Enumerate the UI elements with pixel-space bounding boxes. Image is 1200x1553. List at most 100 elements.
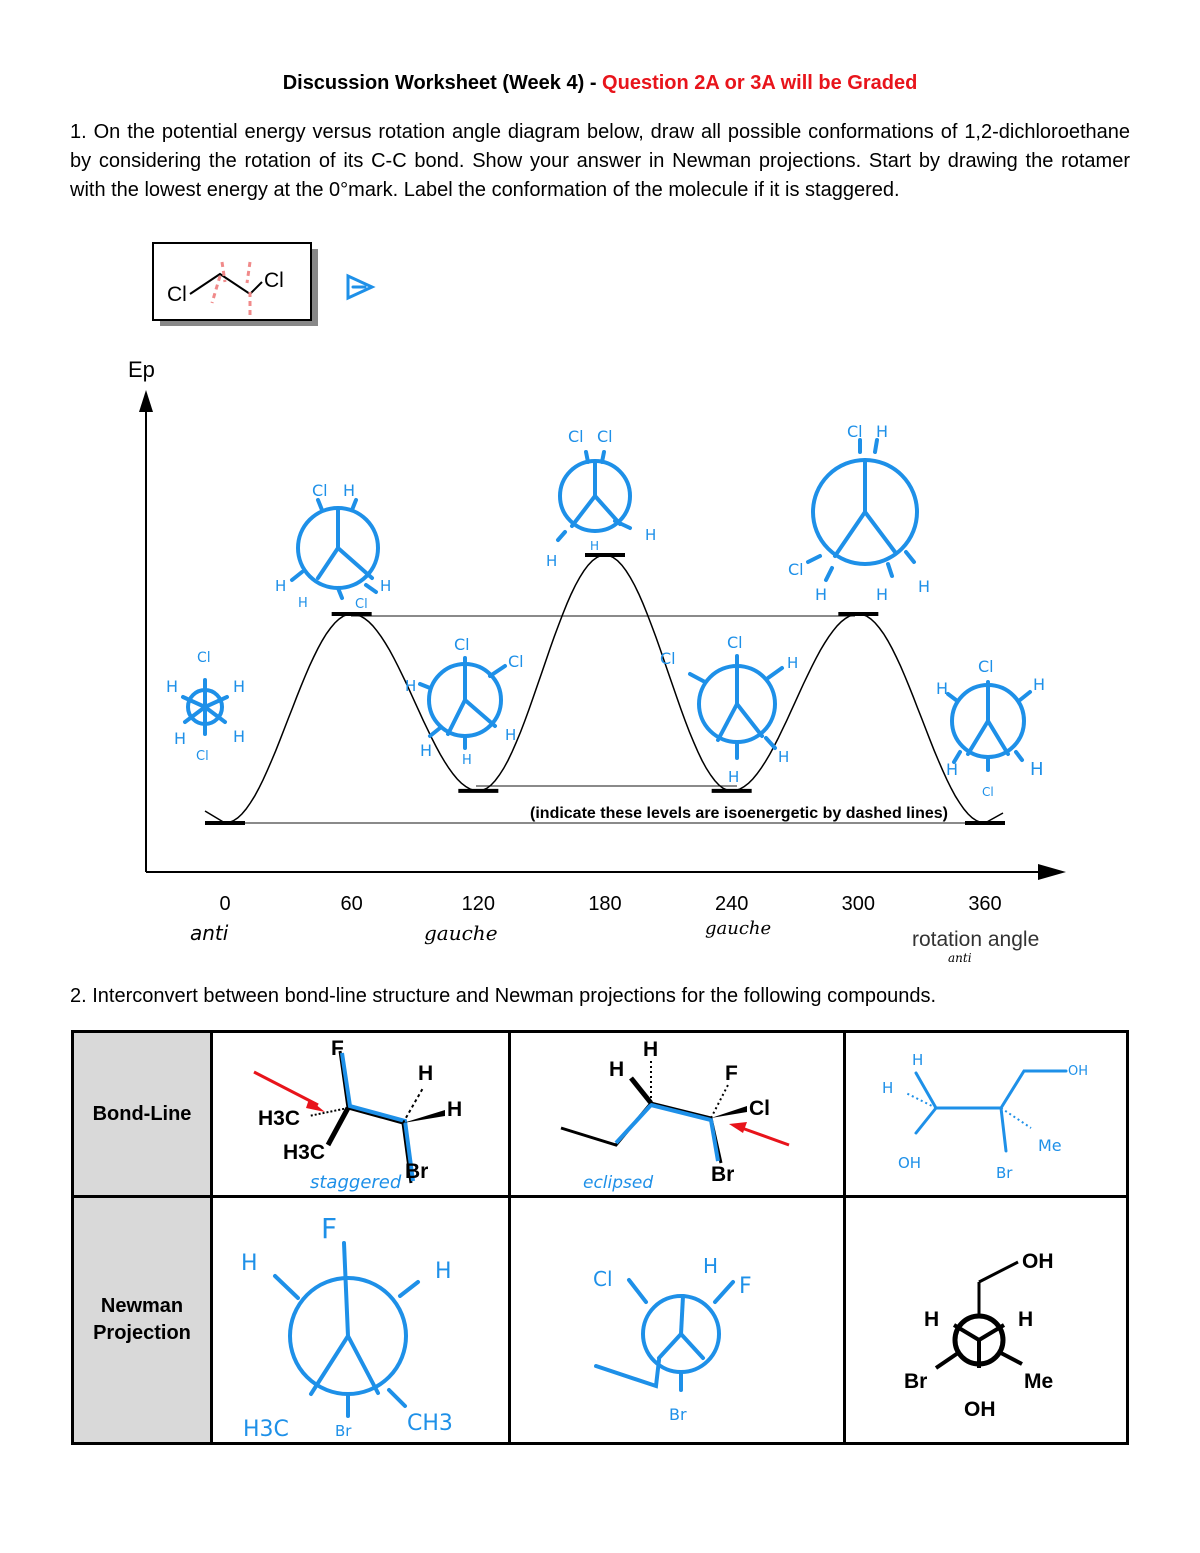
svg-text:H: H: [876, 585, 888, 604]
bond-line-1: F H H H3C H3C Br staggered: [210, 1030, 511, 1198]
newman-240: Cl Cl H H H: [660, 633, 798, 786]
svg-text:H: H: [787, 654, 798, 672]
staggered-note: staggered: [310, 1172, 402, 1193]
title-main: Discussion Worksheet (Week 4) -: [282, 72, 603, 94]
svg-text:H: H: [778, 748, 789, 766]
svg-text:H: H: [343, 481, 355, 500]
newman-0: Cl H H H Cl H: [166, 650, 245, 764]
svg-text:Br: Br: [405, 1160, 428, 1183]
svg-text:H: H: [645, 526, 656, 544]
newman-300: Cl H Cl H H H: [788, 422, 930, 604]
newman-projection-2: Cl H F Br: [508, 1195, 846, 1445]
svg-text:H: H: [380, 577, 391, 595]
svg-text:H: H: [815, 585, 827, 604]
eclipsed-note: eclipsed: [583, 1173, 653, 1193]
y-axis-label: Ep: [128, 357, 155, 382]
svg-text:OH: OH: [964, 1398, 996, 1421]
svg-text:H: H: [166, 677, 178, 696]
svg-text:Cl: Cl: [978, 657, 994, 676]
newman-60: Cl H H H Cl H: [275, 481, 391, 612]
svg-text:H: H: [418, 1062, 433, 1085]
svg-text:H: H: [435, 1259, 452, 1284]
newman-120: Cl Cl H H H H: [405, 635, 524, 768]
svg-text:H: H: [405, 677, 416, 695]
isoenergetic-note: (indicate these levels are isoenergetic …: [530, 805, 948, 822]
svg-text:Br: Br: [996, 1164, 1013, 1182]
svg-text:Cl: Cl: [597, 427, 613, 446]
svg-text:H: H: [275, 577, 286, 595]
x-tick-120: 120: [462, 893, 495, 915]
isoenergetic-lines: [225, 615, 985, 824]
x-tick-60: 60: [341, 893, 363, 915]
x-tick-360: 360: [968, 893, 1001, 915]
svg-text:CH3: CH3: [407, 1411, 453, 1436]
label-gauche-240: gauche: [705, 918, 771, 939]
svg-text:OH: OH: [1068, 1064, 1088, 1079]
svg-text:H3C: H3C: [283, 1141, 325, 1164]
svg-text:Me: Me: [1038, 1136, 1062, 1155]
svg-text:H: H: [946, 760, 958, 779]
svg-text:H: H: [1033, 675, 1045, 694]
page-title: Discussion Worksheet (Week 4) - Question…: [0, 72, 1200, 95]
label-anti-0: anti: [190, 921, 229, 945]
svg-text:Cl: Cl: [749, 1097, 770, 1120]
eye-icon: [346, 273, 376, 301]
svg-text:H: H: [462, 753, 472, 768]
svg-text:Cl: Cl: [355, 597, 368, 612]
svg-text:H3C: H3C: [258, 1107, 300, 1130]
svg-text:OH: OH: [1022, 1250, 1054, 1273]
svg-text:H: H: [882, 1079, 893, 1097]
newman-projection-1: F H H H3C Br CH3: [210, 1195, 511, 1445]
svg-text:H: H: [505, 726, 516, 744]
svg-text:Cl: Cl: [847, 422, 863, 441]
svg-text:Cl: Cl: [196, 749, 209, 764]
svg-text:H: H: [1018, 1308, 1033, 1331]
svg-text:H: H: [609, 1058, 624, 1081]
x-axis-label: rotation angle: [912, 928, 1039, 951]
title-graded-note: Question 2A or 3A will be Graded: [602, 72, 918, 94]
svg-text:F: F: [725, 1062, 738, 1085]
svg-text:Me: Me: [1024, 1370, 1053, 1393]
svg-text:Cl: Cl: [508, 652, 524, 671]
svg-text:Cl: Cl: [312, 481, 328, 500]
svg-text:H: H: [233, 727, 245, 746]
mol-cl-left: Cl: [167, 283, 187, 306]
svg-text:Br: Br: [711, 1163, 734, 1186]
svg-text:F: F: [331, 1037, 344, 1060]
svg-text:H3C: H3C: [243, 1417, 289, 1442]
newman-360: Cl H H H Cl H: [936, 657, 1045, 799]
level-bars: [205, 553, 1005, 825]
svg-text:H: H: [728, 768, 739, 786]
svg-text:H: H: [546, 552, 557, 570]
svg-text:H: H: [233, 677, 245, 696]
newman-180: Cl Cl H H H: [546, 427, 656, 570]
svg-text:H: H: [590, 539, 599, 553]
newman-projection-3: OH H H Br Me OH: [843, 1195, 1129, 1445]
svg-text:H: H: [298, 596, 308, 611]
row-header-bond-line: Bond-Line: [71, 1030, 213, 1198]
svg-text:Br: Br: [335, 1422, 352, 1440]
svg-text:Cl: Cl: [727, 633, 743, 652]
svg-text:H: H: [447, 1098, 462, 1121]
svg-text:H: H: [420, 741, 432, 760]
svg-text:H: H: [918, 577, 930, 596]
x-tick-300: 300: [842, 893, 875, 915]
axes: Ep rotation angle: [128, 357, 1066, 951]
svg-text:Cl: Cl: [593, 1267, 613, 1291]
question-2-text: 2. Interconvert between bond-line struct…: [70, 985, 937, 1007]
bond-line-2: H H F Cl Br eclipsed: [508, 1030, 846, 1198]
svg-text:H: H: [703, 1254, 718, 1278]
bond-line-3: H H OH OH Me Br: [843, 1030, 1129, 1198]
x-tick-180: 180: [588, 893, 621, 915]
svg-text:Cl: Cl: [660, 649, 676, 668]
svg-text:H: H: [936, 679, 948, 698]
svg-text:H: H: [643, 1038, 658, 1061]
label-gauche-120: gauche: [424, 921, 498, 945]
svg-text:H: H: [912, 1051, 923, 1069]
svg-text:H: H: [241, 1251, 258, 1276]
svg-text:Cl: Cl: [197, 650, 211, 666]
x-tick-240: 240: [715, 893, 748, 915]
